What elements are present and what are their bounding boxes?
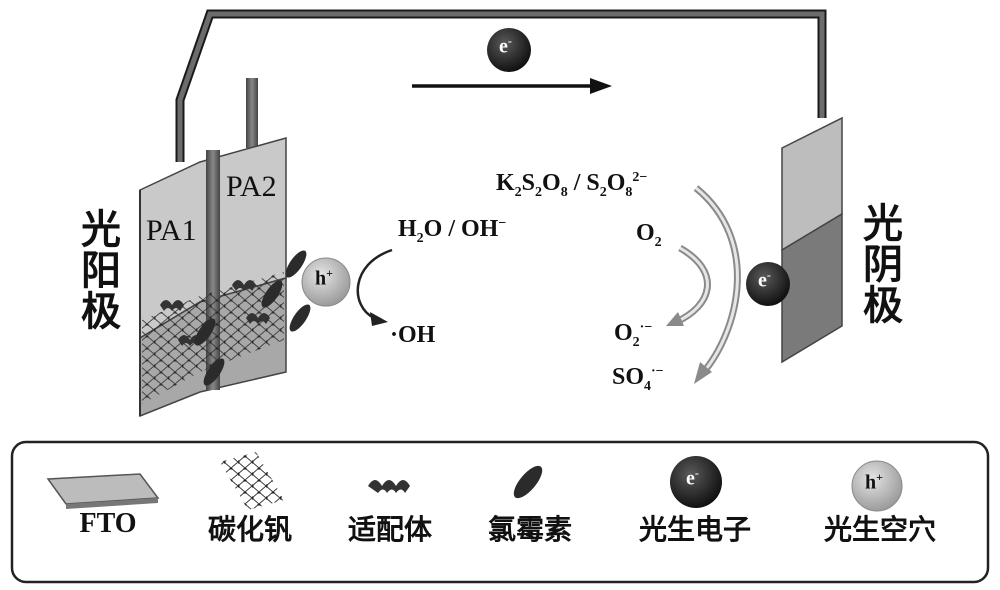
sulfate-radical-label: SO4·− (612, 364, 664, 394)
hydroxyl-radical-label: ·OH (390, 322, 436, 348)
photoanode-label: 光 阳 极 (81, 207, 121, 335)
hole-icon (851, 460, 903, 512)
legend-label-chloramphenicol: 氯霉素 (487, 513, 572, 546)
oxygen-label: O2 (636, 220, 662, 250)
external-wire (175, 9, 827, 162)
fto-icon (46, 473, 160, 509)
legend-label-aptamer: 适配体 (347, 513, 432, 546)
pa2-label: PA2 (226, 170, 277, 203)
cathode-reaction-arrows (666, 185, 741, 384)
anode-hole-label: h+ (315, 266, 333, 290)
chloramphenicol-icon (513, 465, 543, 499)
legend-label-photoelectron: 光生电子 (638, 513, 751, 546)
persulfate-label: K2S2O8 / S2O82− (496, 170, 648, 200)
cathode-electron-label: e- (758, 268, 771, 292)
legend-hole-glyph: h+ (865, 470, 883, 494)
photoanode-electrode (139, 137, 311, 418)
pa1-label: PA1 (146, 214, 197, 247)
vanadium-carbide-icon (220, 452, 284, 510)
cathode-electron (746, 262, 790, 306)
anode-reactant-label: H2O / OH− (398, 216, 507, 246)
photocathode-label: 光 阴 极 (863, 201, 903, 329)
legend-box (10, 440, 990, 584)
legend-electron-glyph: e- (686, 466, 699, 490)
legend-label-photohole: 光生空穴 (823, 513, 936, 546)
electron-icon (670, 456, 722, 508)
pa2-connector (246, 78, 258, 148)
photocathode-electrode (781, 116, 843, 364)
wire-electron-label: e- (499, 34, 512, 58)
aptamer-layer (160, 280, 270, 346)
anode-hole (301, 257, 351, 307)
superoxide-label: O2·− (614, 320, 653, 350)
legend-label-fto: FTO (79, 508, 137, 539)
chloramphenicol-molecules (194, 250, 311, 386)
anode-reaction-arrow (356, 248, 393, 326)
vanadium-carbide-layer (142, 272, 284, 404)
legend-label-vanadium-carbide: 碳化钒 (207, 513, 292, 546)
aptamer-icon (368, 480, 410, 493)
wire-electron (487, 28, 531, 72)
electron-flow-arrow (412, 78, 612, 94)
